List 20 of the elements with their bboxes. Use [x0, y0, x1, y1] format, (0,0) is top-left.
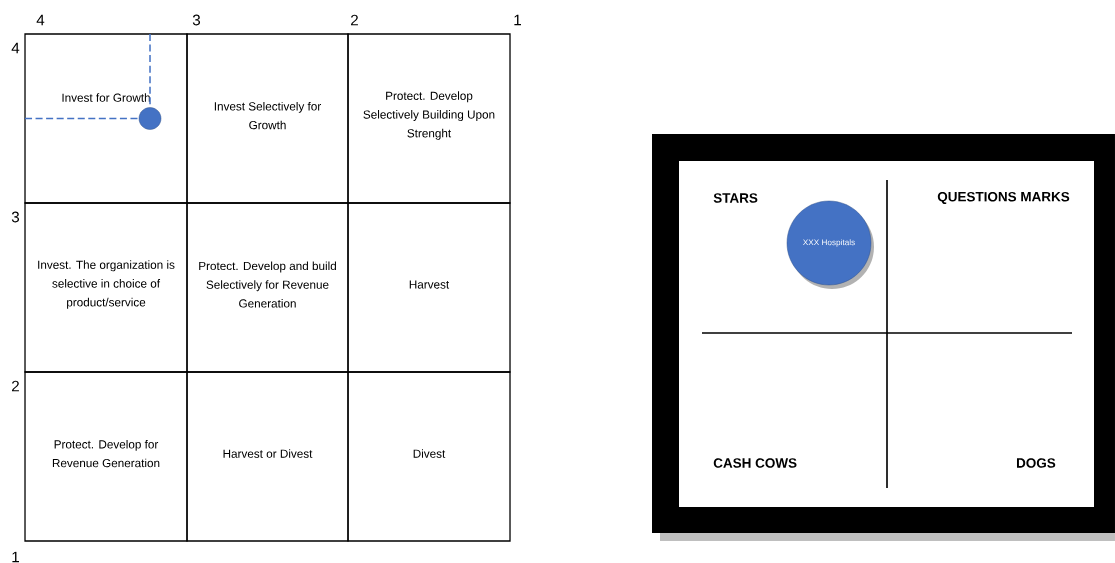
position-dot — [138, 107, 162, 130]
matrix-cell: Invest for Growth — [24, 33, 188, 204]
matrix-cell: Protect. Develop Selectively Building Upon Strenght — [347, 33, 511, 204]
axis-number: 4 — [11, 42, 20, 54]
matrix-cell: Invest Selectively for Growth — [186, 33, 349, 204]
matrix-cell: Protect. Develop and build Selectively for Revenue Generation — [186, 202, 349, 373]
matrix-cell: Harvest — [347, 202, 511, 373]
matrix-cell: Protect. Develop for Revenue Generation — [24, 371, 188, 542]
axis-number: 1 — [12, 551, 19, 563]
quadrant-label: DOGS — [1017, 458, 1056, 468]
quadrant-label: CASH COWS — [713, 458, 797, 468]
axis-number: 2 — [12, 380, 19, 392]
axis-number: 2 — [351, 14, 358, 26]
matrix-cell: Invest. The organization is selective in choice of product/service — [24, 202, 188, 373]
matrix-cell: Divest — [347, 371, 511, 542]
axis-number: 1 — [514, 14, 521, 26]
quadrant-label: STARS — [713, 193, 758, 203]
axis-number: 4 — [36, 14, 45, 26]
matrix-cell: Harvest or Divest — [186, 371, 349, 542]
quadrant-label: QUESTIONS MARKS — [937, 191, 1070, 204]
